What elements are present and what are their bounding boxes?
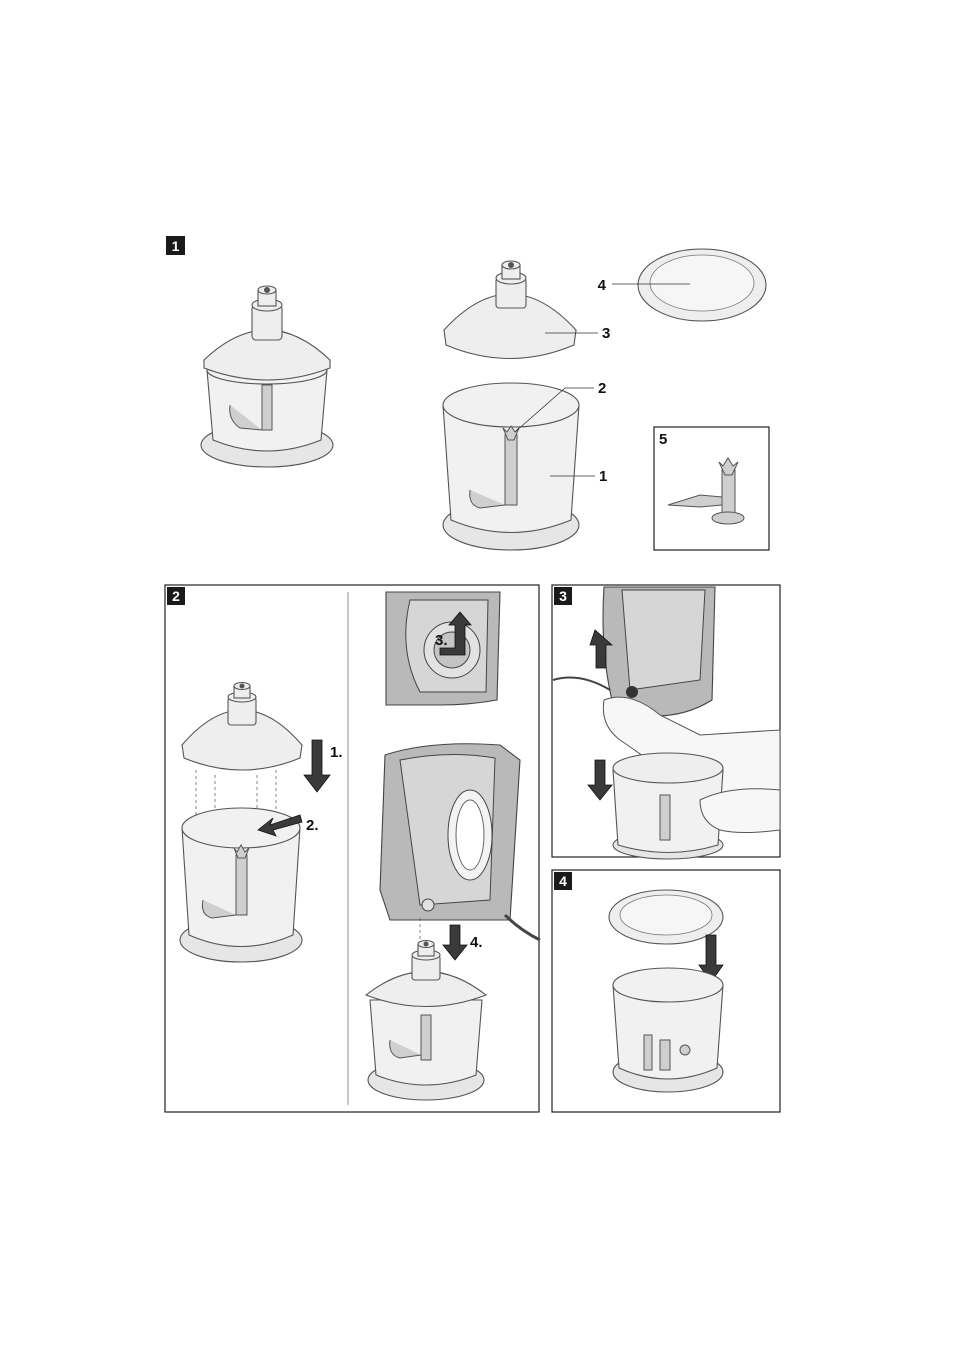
exploded-chopper [443, 261, 579, 550]
figure-3-badge-number: 3 [559, 588, 567, 604]
figure-3: 3 [552, 585, 780, 859]
figure-1: 1 [166, 236, 769, 550]
figure-4: 4 [552, 870, 780, 1112]
figure-4-badge-number: 4 [559, 873, 567, 889]
figure-2: 2 1. 2. [165, 585, 540, 1112]
step-1-label: 1. [330, 744, 343, 761]
callout-3: 3 [602, 325, 610, 342]
mixer-attach: 4. [366, 744, 540, 1100]
storage-lid [638, 249, 766, 321]
inset-blade: 5 [654, 427, 769, 550]
device-closeup: 3. [386, 592, 500, 705]
step-4-label: 4. [470, 934, 483, 951]
step-2-label: 2. [306, 817, 319, 834]
figure-1-badge-number: 1 [172, 238, 180, 254]
assembled-chopper [201, 286, 333, 467]
callout-1: 1 [599, 468, 607, 485]
step-3-label: 3. [435, 632, 448, 649]
callout-4: 4 [598, 277, 607, 294]
inset-label-5: 5 [659, 431, 667, 448]
assembly-step-lid: 1. 2. [180, 683, 343, 963]
figure-2-badge-number: 2 [172, 588, 180, 604]
callout-2: 2 [598, 380, 606, 397]
